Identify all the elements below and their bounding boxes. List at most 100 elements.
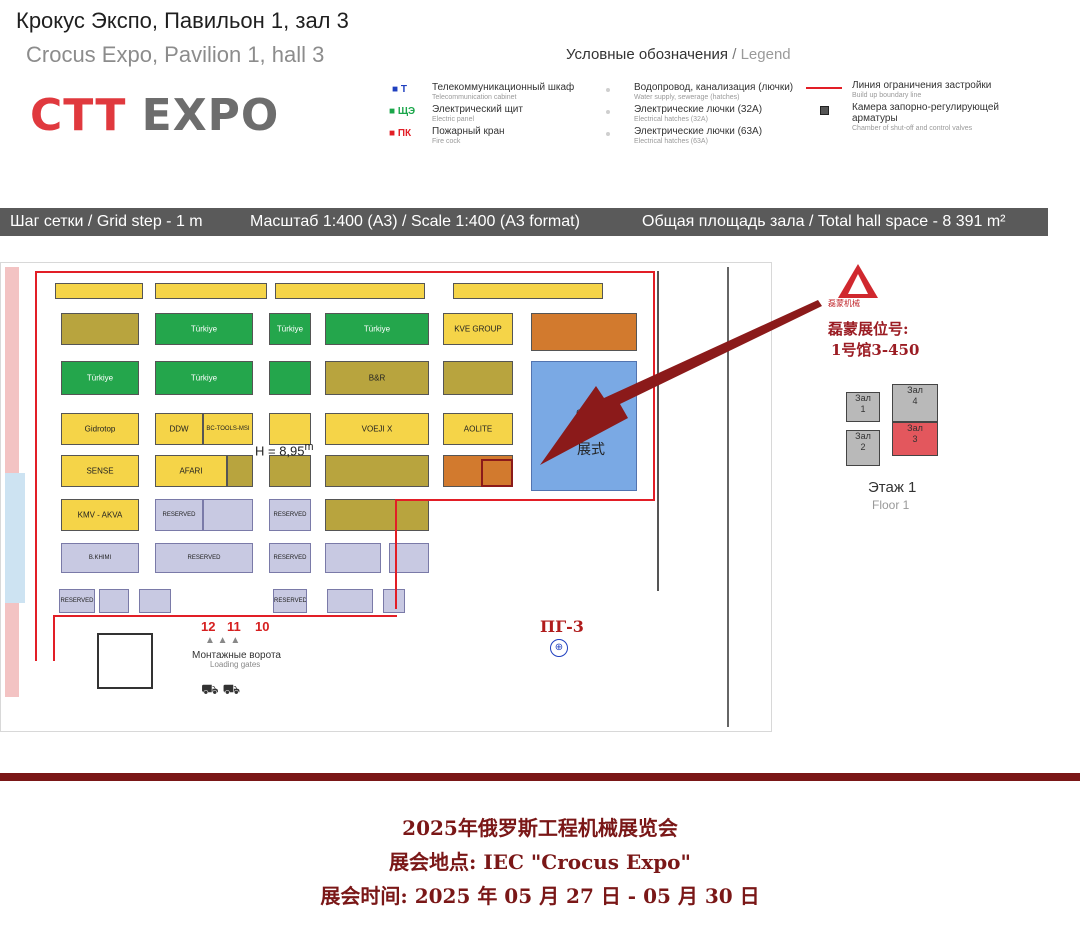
booth[interactable]: [269, 413, 311, 445]
booth-number: 1号馆3-450: [831, 341, 920, 359]
legend-item-fire-cock: Пожарный кран Fire cock: [432, 126, 505, 145]
legend-heading: Условные обозначения / Legend: [566, 46, 791, 63]
booth[interactable]: [325, 543, 381, 573]
wall: [727, 267, 729, 727]
booth[interactable]: RESERVED: [269, 499, 311, 531]
loading-gates-label: Монтажные ворота: [192, 650, 281, 661]
booth[interactable]: [325, 455, 429, 487]
page-title-en: Crocus Expo, Pavilion 1, hall 3: [26, 42, 325, 67]
legend-heading-en: Legend: [740, 46, 791, 63]
booth[interactable]: KVE GROUP: [443, 313, 513, 345]
legend-item-valve-chamber: Камера запорно-регулирующей арматуры Cha…: [852, 102, 1000, 132]
booth[interactable]: KMV - AKVA: [61, 499, 139, 531]
booth[interactable]: [531, 313, 637, 351]
footer-venue: 展会地点: IEC "Crocus Expo": [389, 850, 691, 874]
water-hatch-icon: [606, 88, 610, 92]
booth[interactable]: Türkiye: [325, 313, 429, 345]
wall: [657, 271, 659, 591]
booth[interactable]: AOLITE: [443, 413, 513, 445]
logo-ctt: CTT: [30, 90, 127, 141]
booth[interactable]: RESERVED: [155, 543, 253, 573]
legend-item-hatch-32a: Электрические лючки (32А) Electrical hat…: [634, 104, 763, 123]
hatch-32a-icon: [606, 110, 610, 114]
boundary-line: [395, 499, 655, 501]
booth-top-strip[interactable]: [453, 283, 603, 299]
gate-12: 12: [201, 619, 216, 634]
booth[interactable]: Türkiye: [269, 313, 311, 345]
booth[interactable]: RESERVED: [269, 543, 311, 573]
booth[interactable]: BC-TOOLS-MSI: [203, 413, 253, 445]
booth[interactable]: VOEJI X: [325, 413, 429, 445]
gate-11: 11: [227, 619, 241, 634]
highlight-frame: [481, 459, 513, 487]
booth[interactable]: Türkiye: [155, 313, 253, 345]
booth[interactable]: [139, 589, 171, 613]
booth[interactable]: RESERVED: [155, 499, 203, 531]
booth[interactable]: [325, 499, 429, 531]
highlight-label: 展式: [577, 441, 605, 457]
booth[interactable]: SENSE: [61, 455, 139, 487]
hydrant-icon: ⊕: [550, 639, 568, 657]
booth[interactable]: RESERVED: [59, 589, 95, 613]
callout-arrow: [540, 300, 822, 465]
footer-title: 2025年俄罗斯工程机械展览会: [402, 816, 678, 840]
valve-chamber-icon: [820, 106, 829, 115]
booth[interactable]: [203, 499, 253, 531]
scale: Масштаб 1:400 (А3) / Scale 1:400 (A3 for…: [250, 213, 580, 230]
left-corridor: [5, 473, 25, 603]
grid-step: Шаг сетки / Grid step - 1 m: [10, 213, 203, 230]
booth-top-strip[interactable]: [55, 283, 143, 299]
booth-top-strip[interactable]: [275, 283, 425, 299]
legend-heading-sep: /: [732, 46, 737, 63]
booth-number-label: 磊蒙展位号:: [828, 320, 909, 338]
booth[interactable]: [443, 361, 513, 395]
info-bar: Шаг сетки / Grid step - 1 m Масштаб 1:40…: [0, 208, 1048, 236]
booth[interactable]: AFARI: [155, 455, 227, 487]
booth[interactable]: B&R: [325, 361, 429, 395]
boundary-line: [395, 499, 397, 609]
page-title-ru: Крокус Экспо, Павильон 1, зал 3: [16, 8, 349, 33]
stairwell: [97, 633, 153, 689]
legend-item-water: Водопровод, канализация (лючки) Water su…: [634, 82, 794, 101]
booth[interactable]: [61, 313, 139, 345]
legend-symbol-telecom: ■ Т: [392, 84, 407, 95]
booth[interactable]: B.KHIMI: [61, 543, 139, 573]
booth[interactable]: [99, 589, 129, 613]
floor-label-en: Floor 1: [872, 498, 910, 512]
legend-item-hatch-63a: Электрические лючки (63А) Electrical hat…: [634, 126, 763, 145]
booth[interactable]: [269, 361, 311, 395]
legend-symbol-electric-panel: ■ ЩЭ: [389, 106, 416, 117]
floor-label: Этаж 1: [868, 479, 917, 496]
boundary-line: [53, 615, 55, 661]
company-logo-icon: [838, 264, 878, 298]
company-tag: 磊蒙机械: [828, 299, 860, 308]
legend-item-boundary: Линия ограничения застройки Build up bou…: [852, 80, 992, 99]
booth[interactable]: [383, 589, 405, 613]
booth[interactable]: [227, 455, 253, 487]
hall-map: Türkiye Türkiye Türkiye KVE GROUP Türkiy…: [0, 262, 772, 732]
booth[interactable]: [269, 455, 311, 487]
booth[interactable]: [327, 589, 373, 613]
boundary-line: [53, 615, 397, 617]
footer-dates: 展会时间: 2025 年 05 月 27 日 - 05 月 30 日: [320, 884, 760, 908]
boundary-line: [35, 271, 655, 273]
ceiling-height: H = 8,95m: [255, 441, 314, 459]
booth[interactable]: Türkiye: [155, 361, 253, 395]
boundary-line-icon: [806, 87, 842, 89]
boundary-line: [35, 271, 37, 661]
legend-item-telecom: Телекоммуникационный шкаф Telecommunicat…: [432, 82, 575, 101]
ctt-expo-logo: CTT EXPO: [30, 92, 279, 140]
exit-label: ПГ-3: [540, 617, 584, 636]
legend-item-electric-panel: Электрический щит Electric panel: [432, 104, 523, 123]
booth[interactable]: Gidrotop: [61, 413, 139, 445]
booth[interactable]: Türkiye: [61, 361, 139, 395]
booth-top-strip[interactable]: [155, 283, 267, 299]
loading-gates-label-en: Loading gates: [210, 660, 261, 669]
gate-10: 10: [255, 619, 270, 634]
booth[interactable]: RESERVED: [273, 589, 307, 613]
booth[interactable]: DDW: [155, 413, 203, 445]
